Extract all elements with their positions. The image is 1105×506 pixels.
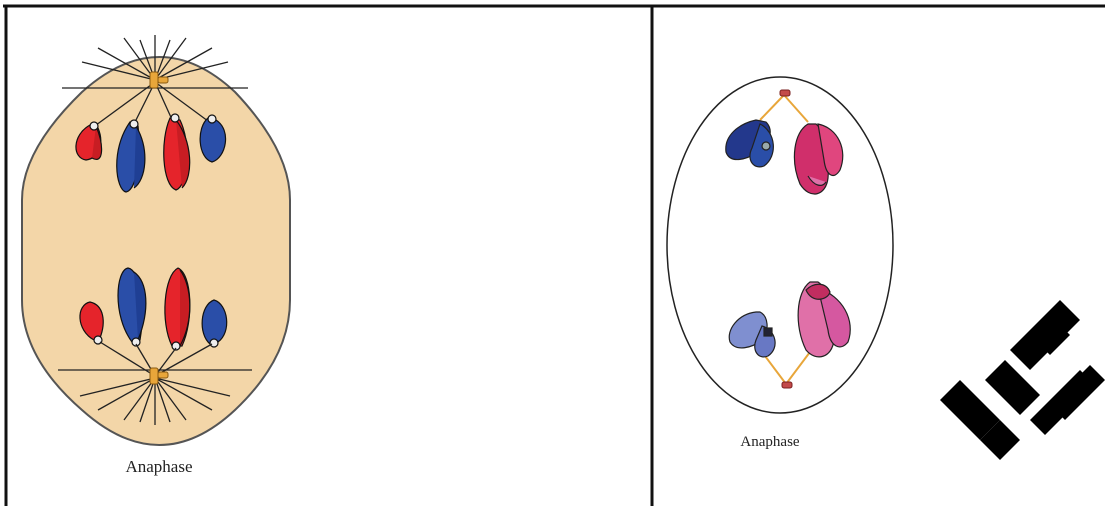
centrosome-top [780, 90, 790, 96]
left-panel: Anaphase [22, 35, 290, 476]
cell-membrane [667, 77, 893, 413]
centrosome-bottom [782, 382, 792, 388]
right-panel: Anaphase [667, 77, 893, 450]
cell-membrane [22, 57, 290, 445]
chromosome-blue [202, 300, 227, 344]
panel-caption: Anaphase [125, 457, 192, 476]
watermark [940, 300, 1105, 460]
panel-caption: Anaphase [740, 434, 799, 450]
